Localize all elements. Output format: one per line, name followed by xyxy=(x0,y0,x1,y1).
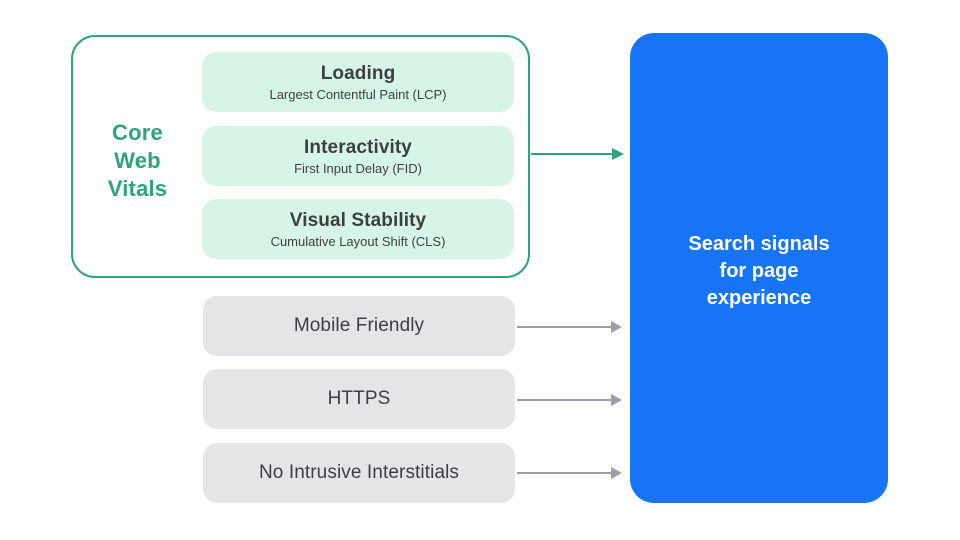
vital-subtitle: First Input Delay (FID) xyxy=(294,160,422,176)
result-text-line: for page xyxy=(719,259,799,282)
result-box-text: Search signals for page experience xyxy=(688,231,829,312)
arrow-line xyxy=(517,399,612,401)
arrow-line xyxy=(531,153,613,155)
vital-title: Visual Stability xyxy=(289,209,427,231)
signal-box-https: HTTPS xyxy=(203,369,515,429)
vital-title: Loading xyxy=(320,62,396,84)
vital-box-interactivity: Interactivity First Input Delay (FID) xyxy=(202,126,514,186)
signal-box-no-intrusive-interstitials: No Intrusive Interstitials xyxy=(203,443,515,503)
arrowhead-icon xyxy=(611,467,622,479)
result-text-line: experience xyxy=(706,286,812,309)
signal-label: No Intrusive Interstitials xyxy=(258,462,460,483)
core-web-vitals-container: Core Web Vitals Loading Largest Contentf… xyxy=(71,35,530,278)
signal-label: HTTPS xyxy=(327,388,391,409)
signal-box-mobile-friendly: Mobile Friendly xyxy=(203,296,515,356)
arrowhead-icon xyxy=(611,321,622,333)
vital-box-visual-stability: Visual Stability Cumulative Layout Shift… xyxy=(202,199,514,259)
vital-box-loading: Loading Largest Contentful Paint (LCP) xyxy=(202,52,514,112)
core-web-vitals-label: Core Web Vitals xyxy=(73,119,202,203)
core-web-vitals-label-line: Core xyxy=(112,120,163,145)
arrowhead-icon xyxy=(611,394,622,406)
result-text-line: Search signals xyxy=(688,232,830,255)
vital-subtitle: Cumulative Layout Shift (CLS) xyxy=(270,233,446,249)
vital-subtitle: Largest Contentful Paint (LCP) xyxy=(269,86,447,102)
arrow-line xyxy=(517,326,612,328)
signal-label: Mobile Friendly xyxy=(293,315,425,336)
vital-title: Interactivity xyxy=(304,136,412,158)
result-box-search-signals: Search signals for page experience xyxy=(630,33,888,503)
arrowhead-icon xyxy=(612,148,624,160)
core-web-vitals-label-line: Vitals xyxy=(107,176,168,201)
arrow-line xyxy=(517,472,612,474)
core-web-vitals-label-line: Web xyxy=(114,148,161,173)
